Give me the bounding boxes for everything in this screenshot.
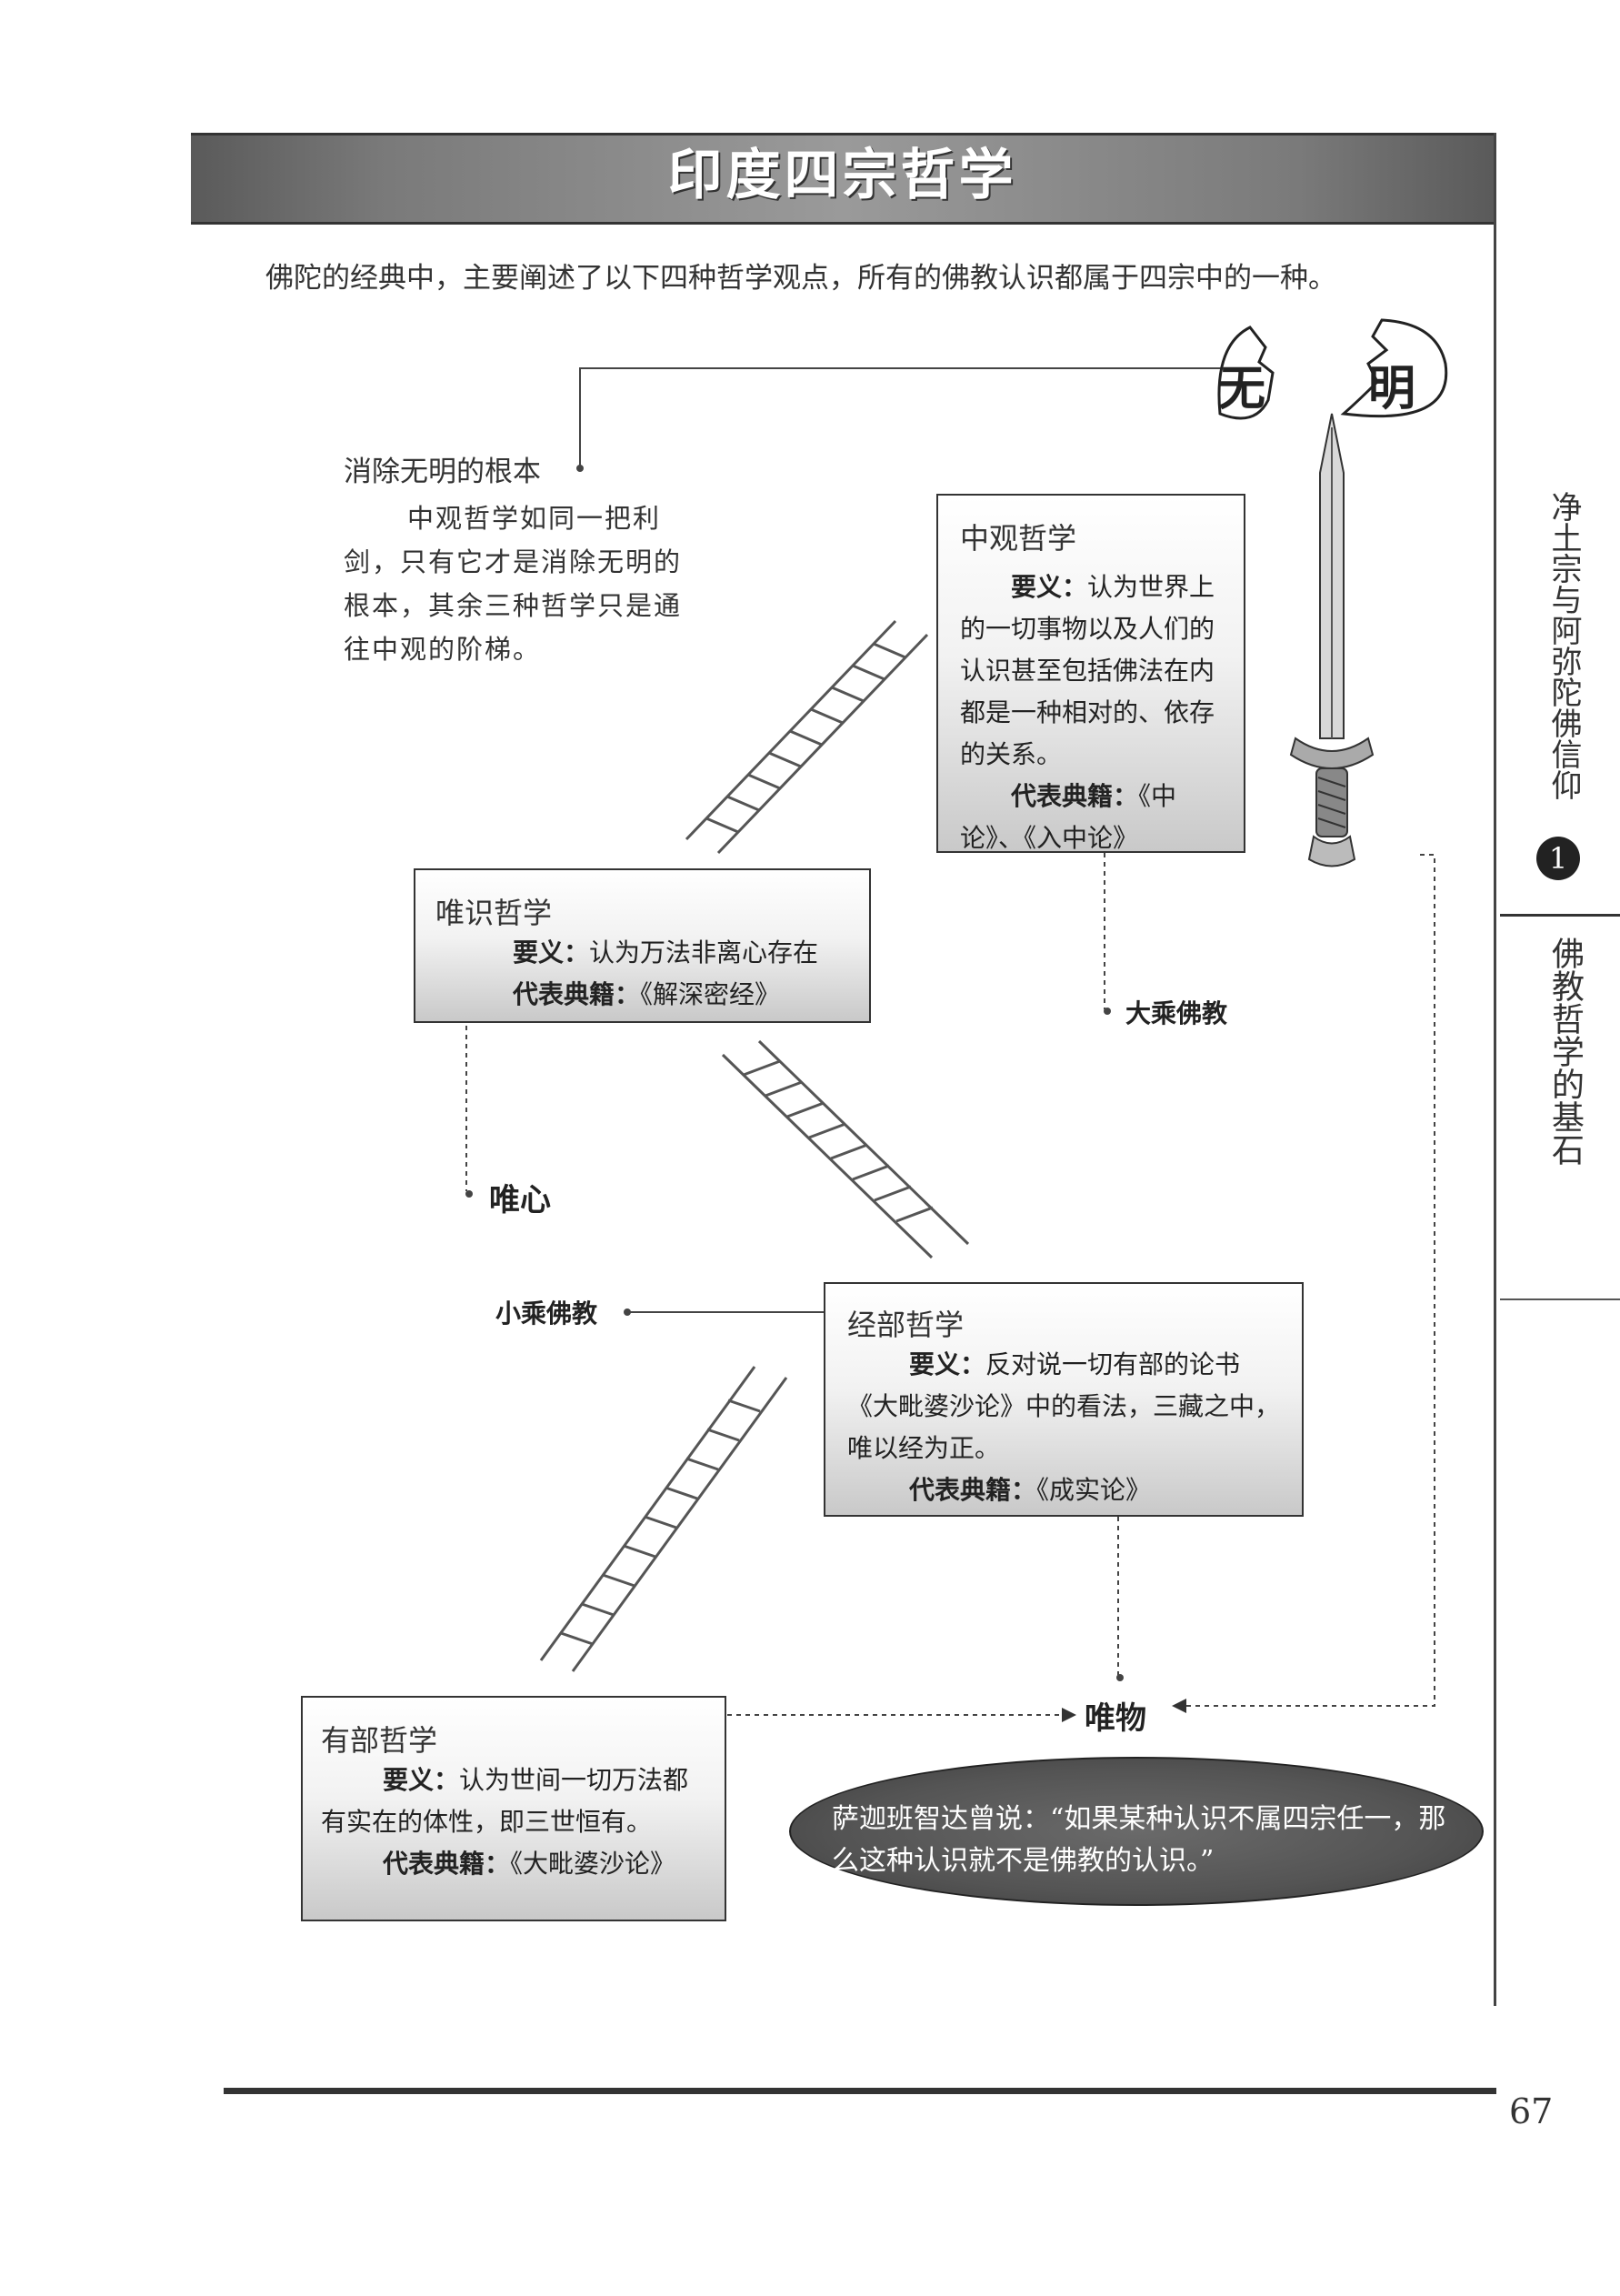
note-connector-dot: [576, 465, 584, 472]
sautrantika-gist: 要义：反对说一切有部的论书《大毗婆沙论》中的看法，三藏之中，唯以经为正。: [847, 1349, 1281, 1463]
yogacara-box: 唯识哲学 要义：认为万法非离心存在 代表典籍：《解深密经》: [414, 868, 871, 1023]
frame-bottom-border: [224, 2088, 1496, 2094]
yogacara-gist: 要义：认为万法非离心存在: [513, 937, 819, 968]
intro-paragraph: 佛陀的经典中，主要阐述了以下四种哲学观点，所有的佛教认识都属于四宗中的一种。: [265, 262, 1336, 295]
side-tab-section: 佛教哲学的基石: [1546, 937, 1584, 1166]
yogacara-title: 唯识哲学: [435, 896, 553, 930]
madhyamaka-texts: 代表典籍：《中论》、《入中论》: [960, 781, 1177, 853]
sautrantika-box: 经部哲学 要义：反对说一切有部的论书《大毗婆沙论》中的看法，三藏之中，唯以经为正…: [824, 1282, 1304, 1517]
label-mahayana: 大乘佛教: [1125, 998, 1228, 1028]
vaibhasika-gist: 要义：认为世间一切万法都有实在的体性，即三世恒有。: [321, 1765, 689, 1837]
ignorance-note-title: 消除无明的根本: [344, 456, 541, 488]
materialism-connector-3: [1186, 854, 1435, 1707]
frame-right-border: [1494, 133, 1496, 2006]
label-idealism: 唯心: [489, 1182, 551, 1218]
ladder-2: [721, 1039, 970, 1259]
ladder-3: [539, 1366, 788, 1672]
sautrantika-texts: 代表典籍：《成实论》: [909, 1475, 1152, 1505]
vaibhasika-title: 有部哲学: [321, 1723, 438, 1758]
page-number: 67: [1509, 2091, 1554, 2131]
madhyamaka-box: 中观哲学 要义：认为世界上的一切事物以及人们的认识甚至包括佛法在内都是一种相对的…: [936, 494, 1245, 853]
sword-icon: [1289, 413, 1375, 867]
side-tab-section-frame: [1500, 914, 1620, 1300]
side-tab-chapter: 净土宗与阿弥陀佛信仰: [1545, 491, 1582, 800]
madhyamaka-gist: 要义：认为世界上的一切事物以及人们的认识甚至包括佛法在内都是一种相对的、依存的关…: [960, 572, 1215, 769]
ignorance-note-body: 中观哲学如同一把利剑，只有它才是消除无明的根本，其余三种哲学只是通往中观的阶梯。: [344, 503, 683, 665]
madhyamaka-title: 中观哲学: [960, 521, 1077, 556]
broken-egg-icon: [1217, 318, 1448, 420]
vaibhasika-box: 有部哲学 要义：认为世间一切万法都有实在的体性，即三世恒有。 代表典籍：《大毗婆…: [301, 1696, 726, 1921]
quote-bubble: [789, 1757, 1484, 1906]
quote-text: 萨迦班智达曾说：“如果某种认识不属四宗任一，那么这种认识就不是佛教的认识。”: [832, 1803, 1446, 1877]
side-tab-number: 1: [1536, 837, 1580, 880]
label-hinayana: 小乘佛教: [495, 1298, 598, 1328]
title-banner: [191, 133, 1494, 225]
label-materialism: 唯物: [1085, 1700, 1146, 1737]
ignorance-char-2: 明: [1368, 361, 1416, 416]
ignorance-char-1: 无: [1218, 361, 1266, 416]
yogacara-texts: 代表典籍：《解深密经》: [513, 979, 781, 1009]
sautrantika-title: 经部哲学: [847, 1308, 965, 1342]
note-connector-line: [579, 367, 1236, 468]
page-title: 印度四宗哲学: [667, 144, 1017, 207]
ignorance-note: 消除无明的根本 中观哲学如同一把利剑，只有它才是消除无明的根本，其余三种哲学只是…: [344, 448, 698, 671]
ladder-1: [685, 619, 929, 855]
vaibhasika-texts: 代表典籍：《大毗婆沙论》: [383, 1849, 676, 1879]
